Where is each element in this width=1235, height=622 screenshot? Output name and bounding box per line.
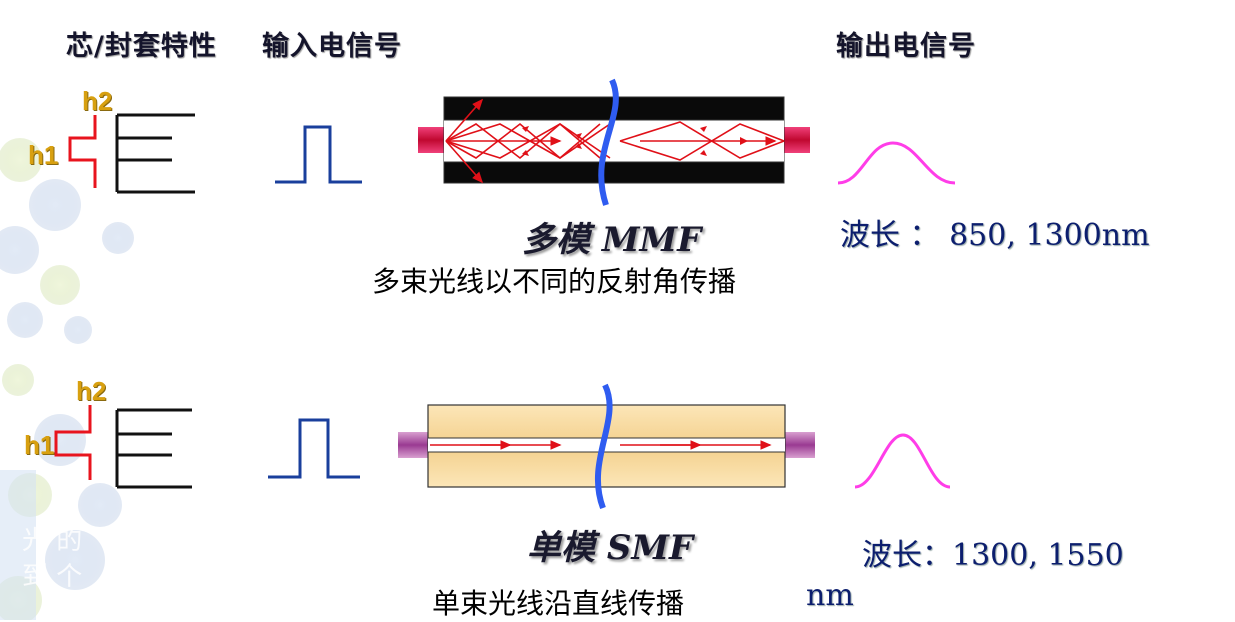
mmf-index-profile <box>68 113 195 194</box>
smf-title: 单模 SMF <box>527 528 694 568</box>
mmf-h1-label: h1 <box>28 140 59 170</box>
background-text-line1: 光 的 <box>22 526 83 556</box>
smf-fiber <box>398 383 815 510</box>
smf-index-profile <box>54 405 192 489</box>
smf-wavelength-unit: nm <box>806 578 854 613</box>
mmf-title: 多模 MMF <box>522 220 702 260</box>
smf-h1-label: h1 <box>24 430 55 460</box>
mmf-h2-label: h2 <box>82 86 113 116</box>
smf-output-pulse <box>854 433 951 489</box>
mmf-description: 多束光线以不同的反射角传播 <box>372 265 737 298</box>
smf-description: 单束光线沿直线传播 <box>432 587 685 620</box>
header-input-signal: 输入电信号 <box>262 31 402 62</box>
header-output-signal: 输出电信号 <box>836 31 976 62</box>
mmf-fiber <box>418 78 810 206</box>
mmf-output-pulse <box>837 141 956 185</box>
mmf-break-mark <box>598 78 619 206</box>
mmf-input-pulse <box>275 125 362 184</box>
smf-wavelength: 波长：1300, 1550 <box>862 538 1124 573</box>
smf-h2-label: h2 <box>76 376 107 406</box>
mmf-wavelength: 波长 ： 850, 1300nm <box>840 218 1150 253</box>
background-text-line2: 到 个 <box>22 562 83 592</box>
header-core-cladding: 芯/封套特性 <box>66 31 217 62</box>
smf-input-pulse <box>268 418 360 479</box>
smf-break-mark <box>594 383 613 510</box>
